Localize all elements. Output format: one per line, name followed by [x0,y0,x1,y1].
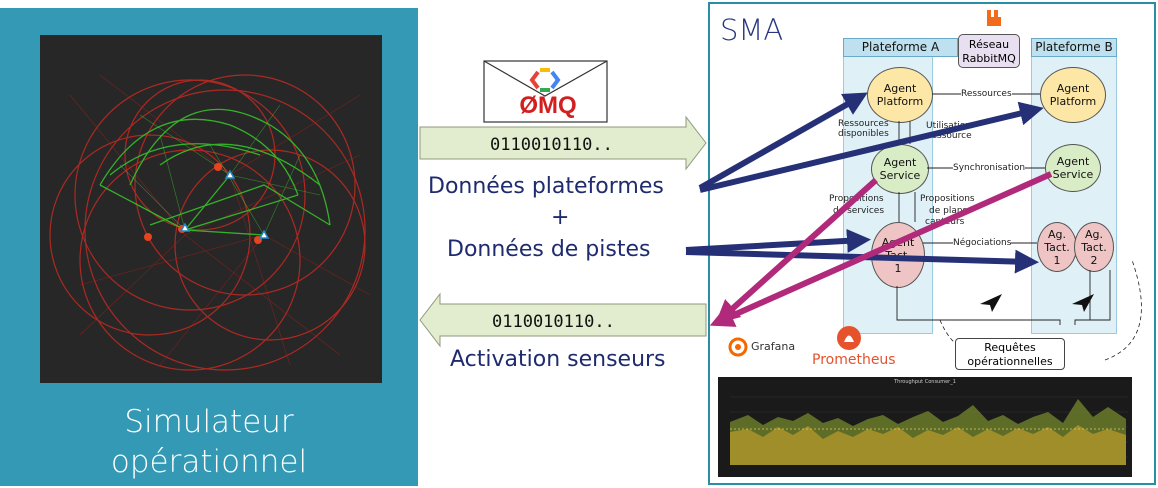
sensor-activation-arrow [419,292,707,348]
chart-title: Throughput Consumer_1 [894,379,956,385]
node-text: Tact. [1044,240,1070,254]
simulator-visualization [40,35,382,383]
node-text: Agent [1056,82,1090,95]
edge-label-propositions-services-2: de services [833,206,885,216]
node-text: 1 [894,261,902,275]
node-text: Agent [883,82,917,95]
node-text: Service [879,169,921,182]
bottom-arrow-bits: 0110010110.. [492,312,615,332]
edge-label-utilisation-1: Utilisation [926,121,972,131]
node-text: 2 [1090,253,1098,267]
rabbitmq-line-1: Réseau [968,38,1010,51]
requetes-operationnelles-box: Requêtes opérationnelles [955,338,1065,370]
edge-label-utilisation-2: ressource [928,131,972,141]
edge-label-ressources: Ressources [961,89,1012,99]
node-text: Platform [876,95,924,108]
zeromq-envelope: ØMQ [483,60,608,123]
node-text: Ag. [1047,227,1066,241]
node-text: 1 [1053,253,1061,267]
zeromq-logo-text: ØMQ [519,92,577,119]
edge-label-propositions-plans-1: Propositions [920,194,975,204]
caption-line-1: Simulateur [124,404,294,440]
prometheus-label: Prometheus [812,352,896,368]
caption-line-2: opérationnel [110,444,308,480]
ag-tact-b2: Ag.Tact.2 [1074,222,1114,272]
edge-label-synchronisation: Synchronisation [953,163,1026,173]
label-plus: + [551,205,570,230]
node-text: Agent [1056,155,1090,168]
node-text: Tact. [1081,240,1107,254]
label-platform-data: Données plateformes [428,174,664,199]
rabbitmq-line-2: RabbitMQ [962,52,1016,65]
label-track-data: Données de pistes [447,237,651,262]
platform-b-header: Plateforme B [1031,38,1117,57]
node-text: Service [1052,168,1094,181]
edge-label-ressources-disponibles-1: Ressources [838,119,889,129]
aircraft-icon [980,294,1002,312]
node-text: Platform [1049,95,1097,108]
node-text: Ag. [1084,227,1103,241]
rabbitmq-box: Réseau RabbitMQ [958,34,1020,68]
coverage-graphic [49,74,371,371]
grafana-label: Grafana [751,340,796,353]
node-text: Agent [883,156,917,169]
rabbitmq-icon [987,10,1001,26]
platform-a-header: Plateforme A [843,38,958,57]
requetes-line-1: Requêtes [984,341,1036,354]
ag-tact-b1: Ag.Tact.1 [1037,222,1077,272]
prometheus-icon [837,326,861,350]
top-arrow-bits: 0110010110.. [490,135,613,155]
throughput-chart-graphic [730,396,1128,465]
requetes-line-2: opérationnelles [967,355,1053,368]
aircraft-icon [1072,294,1094,312]
edge-label-negociations: Négociations [953,238,1012,248]
throughput-chart: Throughput Consumer_1 [718,377,1132,477]
edge-label-propositions-plans-2: de plans [929,206,968,216]
data-out-arrow [419,115,707,171]
sma-title: SMA [720,13,784,47]
edge-label-ressources-disponibles-2: disponibles [838,129,889,139]
simulator-caption: Simulateur opérationnel [0,402,418,482]
grafana-icon [728,337,748,357]
label-sensor-activation: Activation senseurs [450,347,666,372]
